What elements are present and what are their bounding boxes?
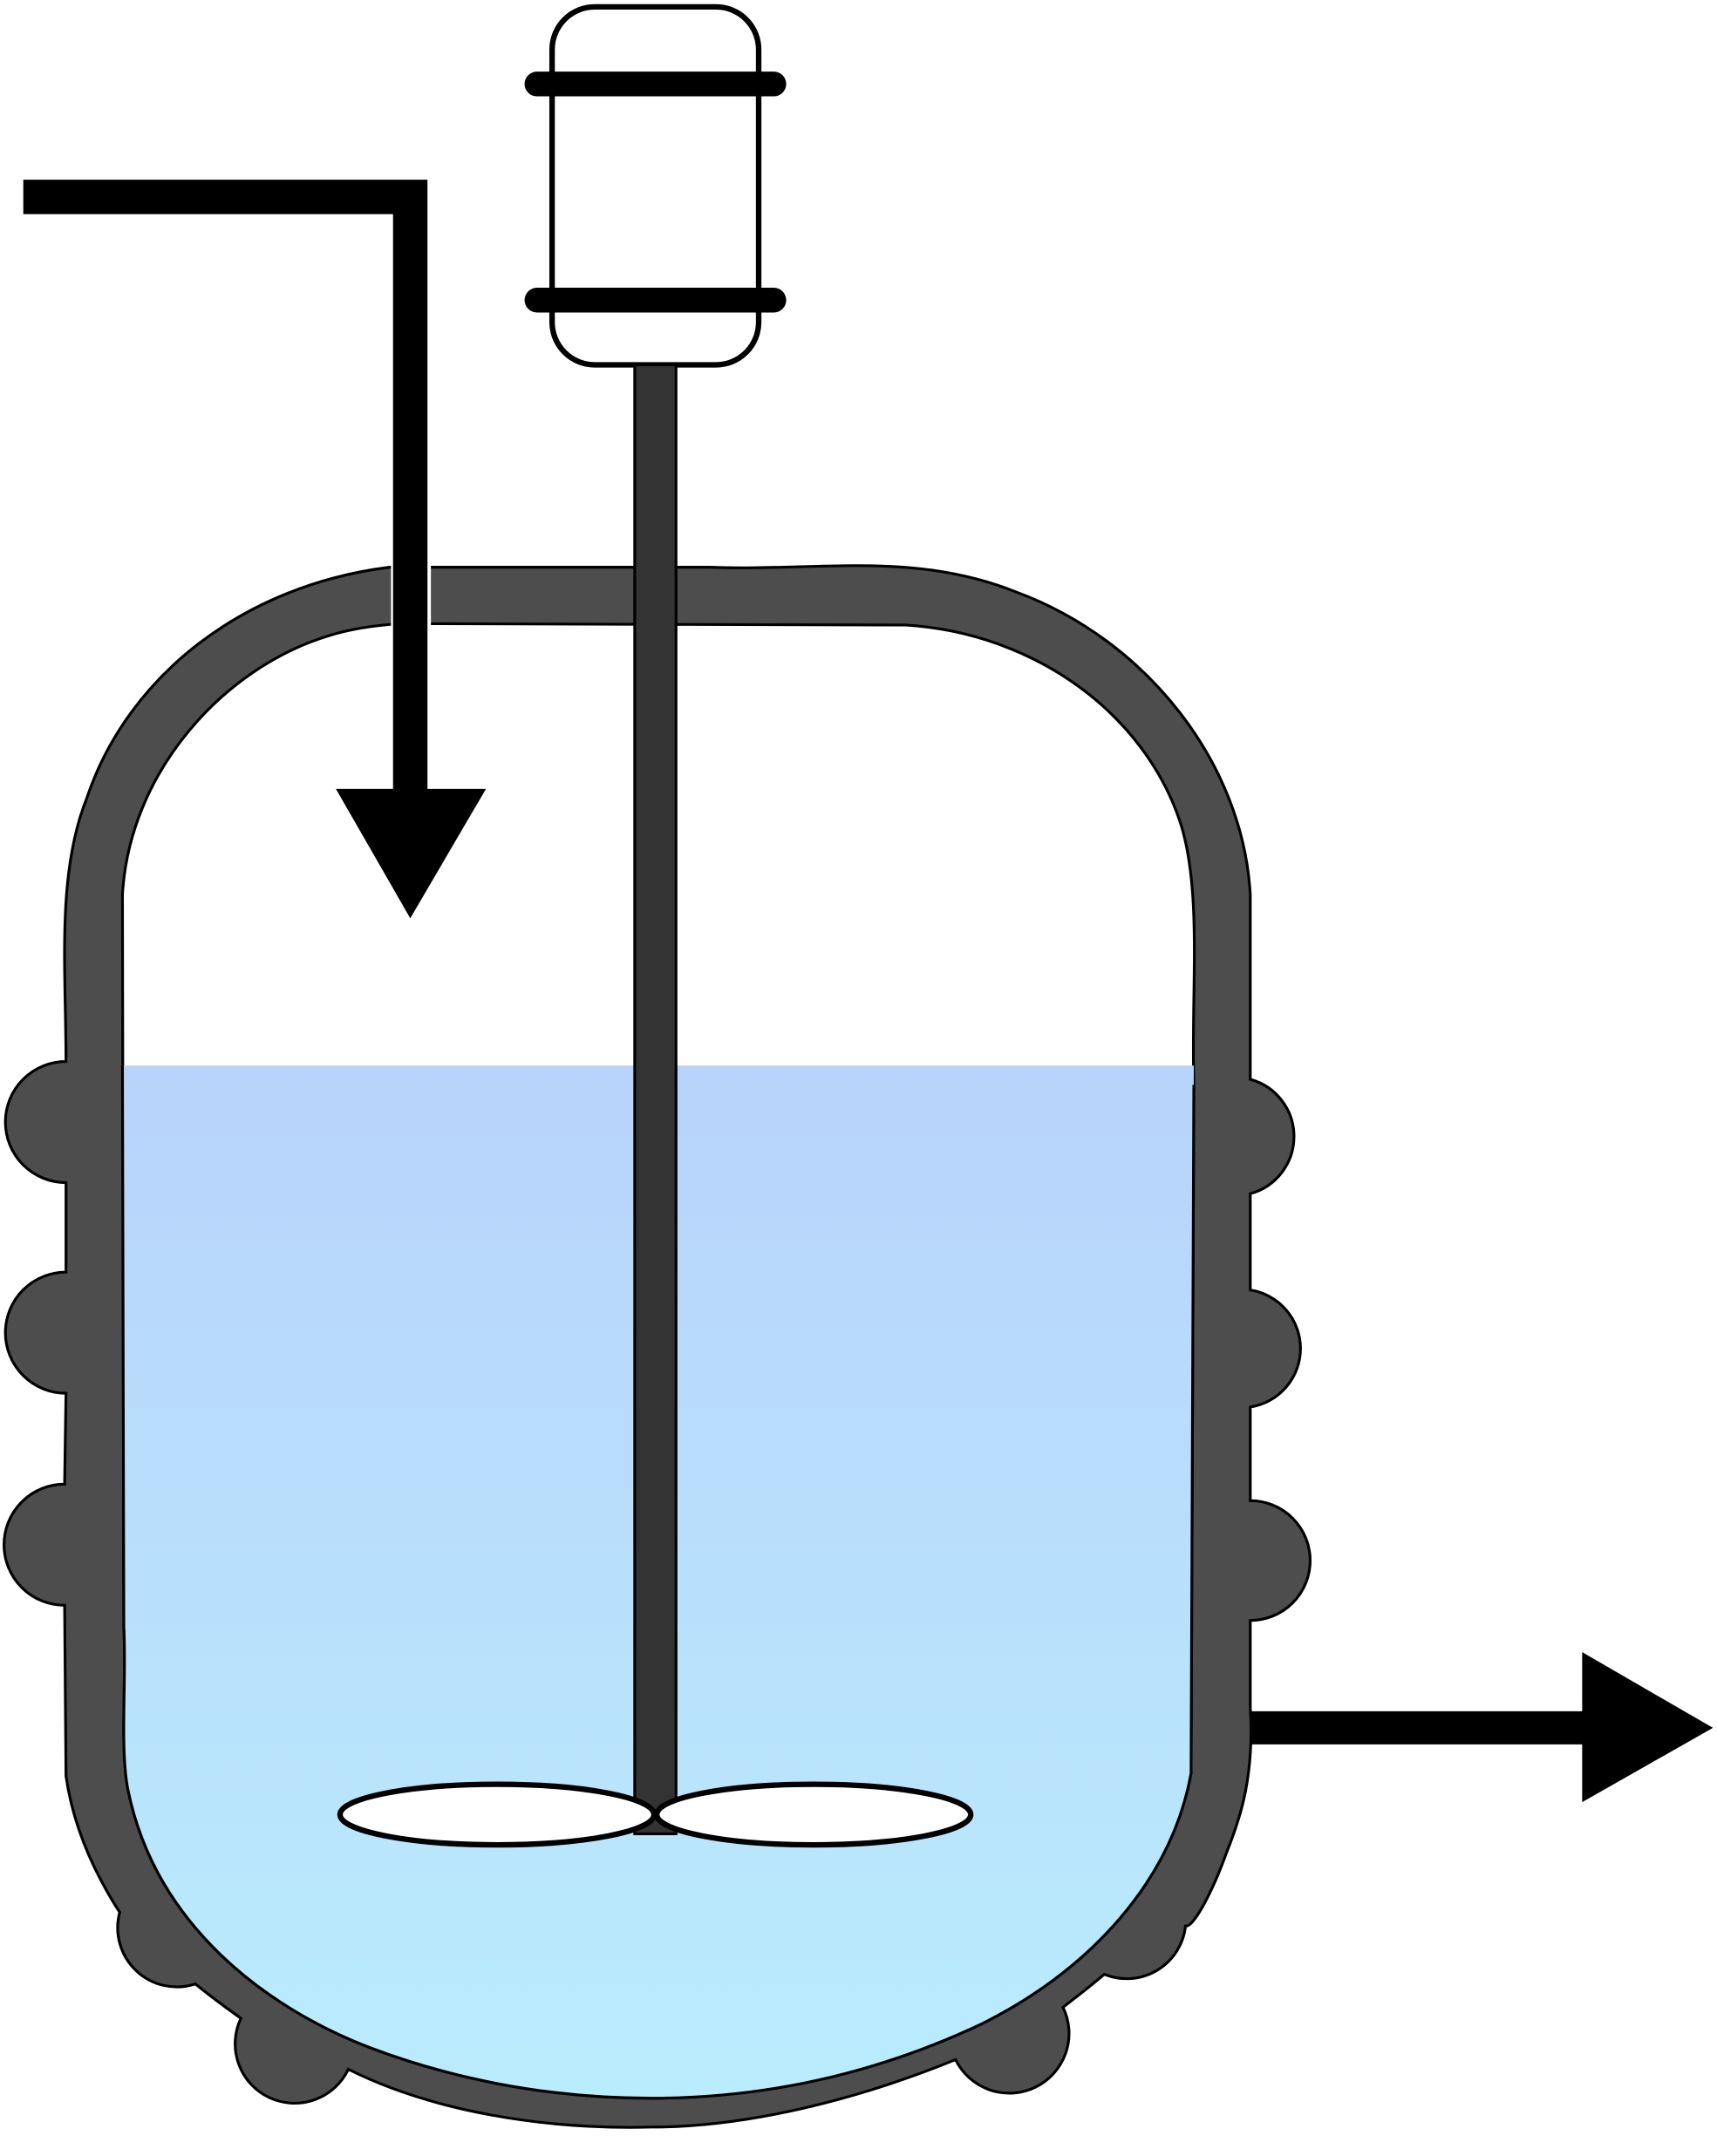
inlet-feed-arrow xyxy=(23,180,487,919)
vessel-inner-wall-line xyxy=(120,1065,1196,2100)
outlet-product-arrow xyxy=(1250,1652,1714,1803)
arrow-right-icon xyxy=(1582,1652,1714,1803)
arrow-down-icon xyxy=(336,788,487,919)
motor-icon xyxy=(524,3,787,368)
impeller-icon xyxy=(337,1781,974,1848)
agitator-shaft xyxy=(633,363,678,1836)
